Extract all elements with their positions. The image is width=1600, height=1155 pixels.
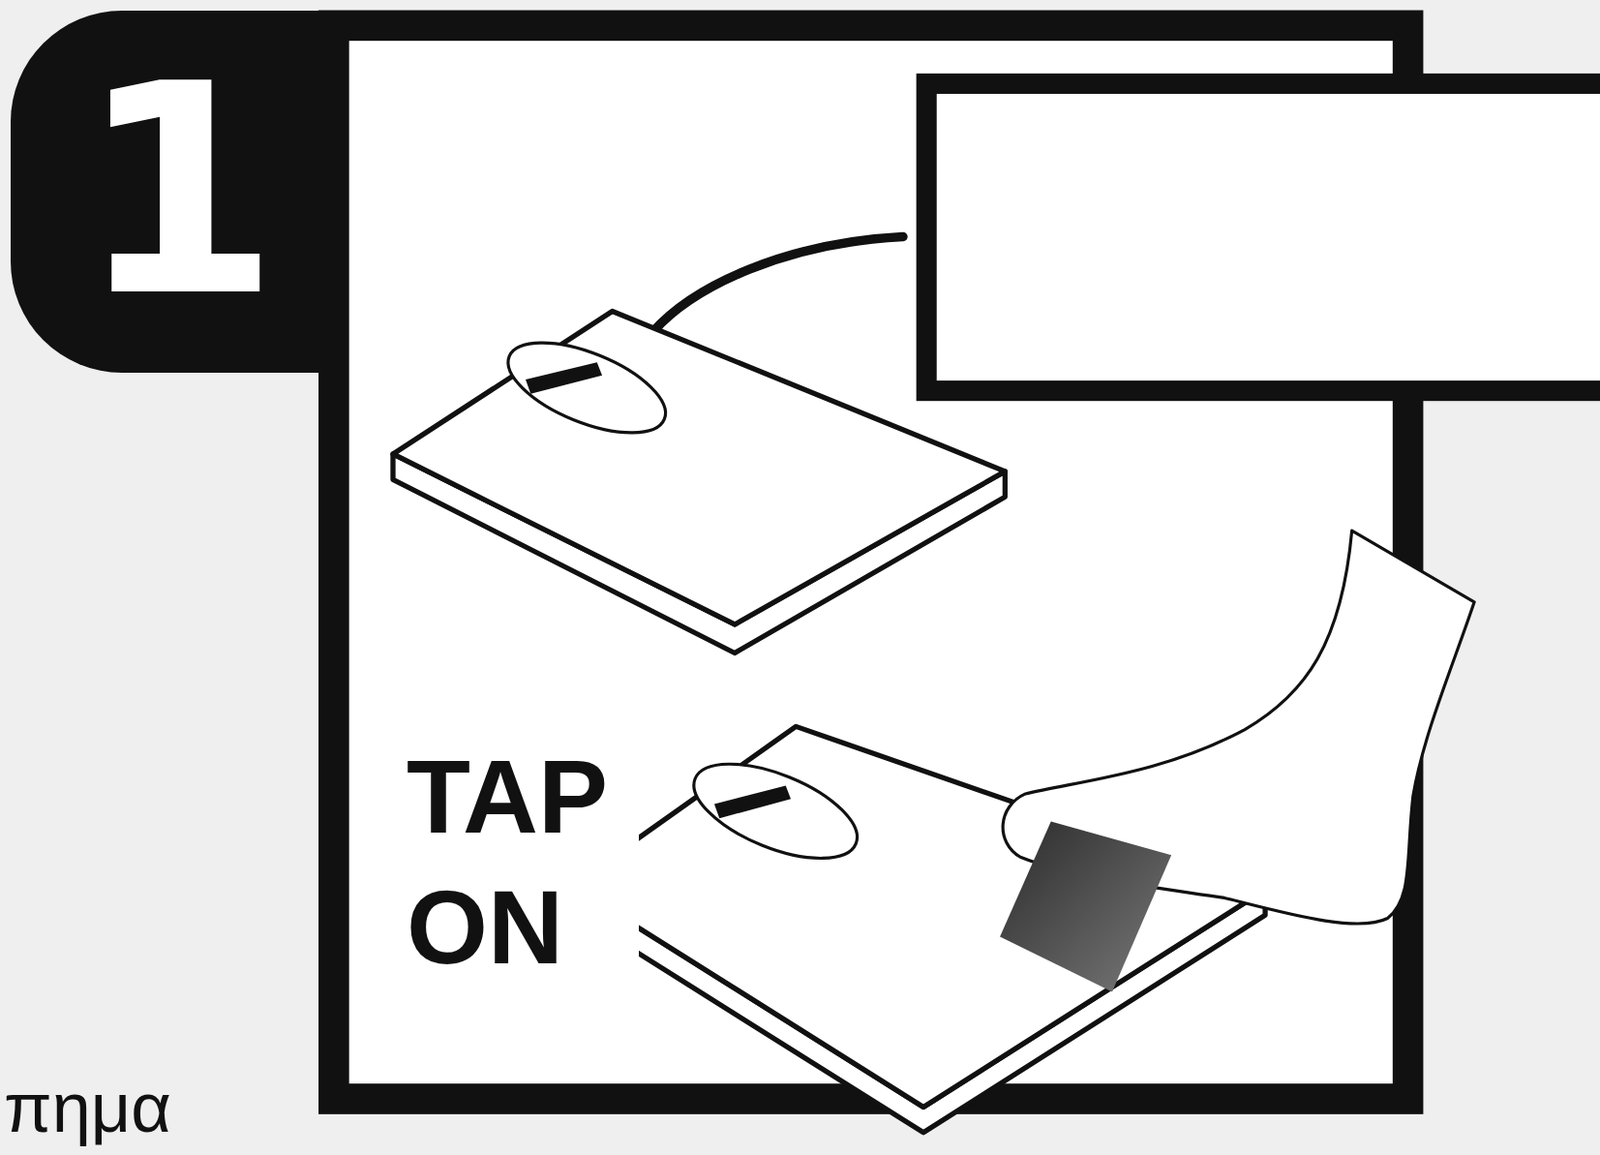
action-text: TAP ON <box>406 730 639 993</box>
step-tab: 1 <box>10 10 347 373</box>
step-number: 1 <box>77 46 280 337</box>
callout-box <box>926 83 1600 391</box>
scale-top <box>392 310 1005 653</box>
cut-off-text: πημα <box>3 1072 172 1143</box>
pressure-pad <box>999 820 1172 992</box>
pointer-arrow <box>653 237 904 333</box>
